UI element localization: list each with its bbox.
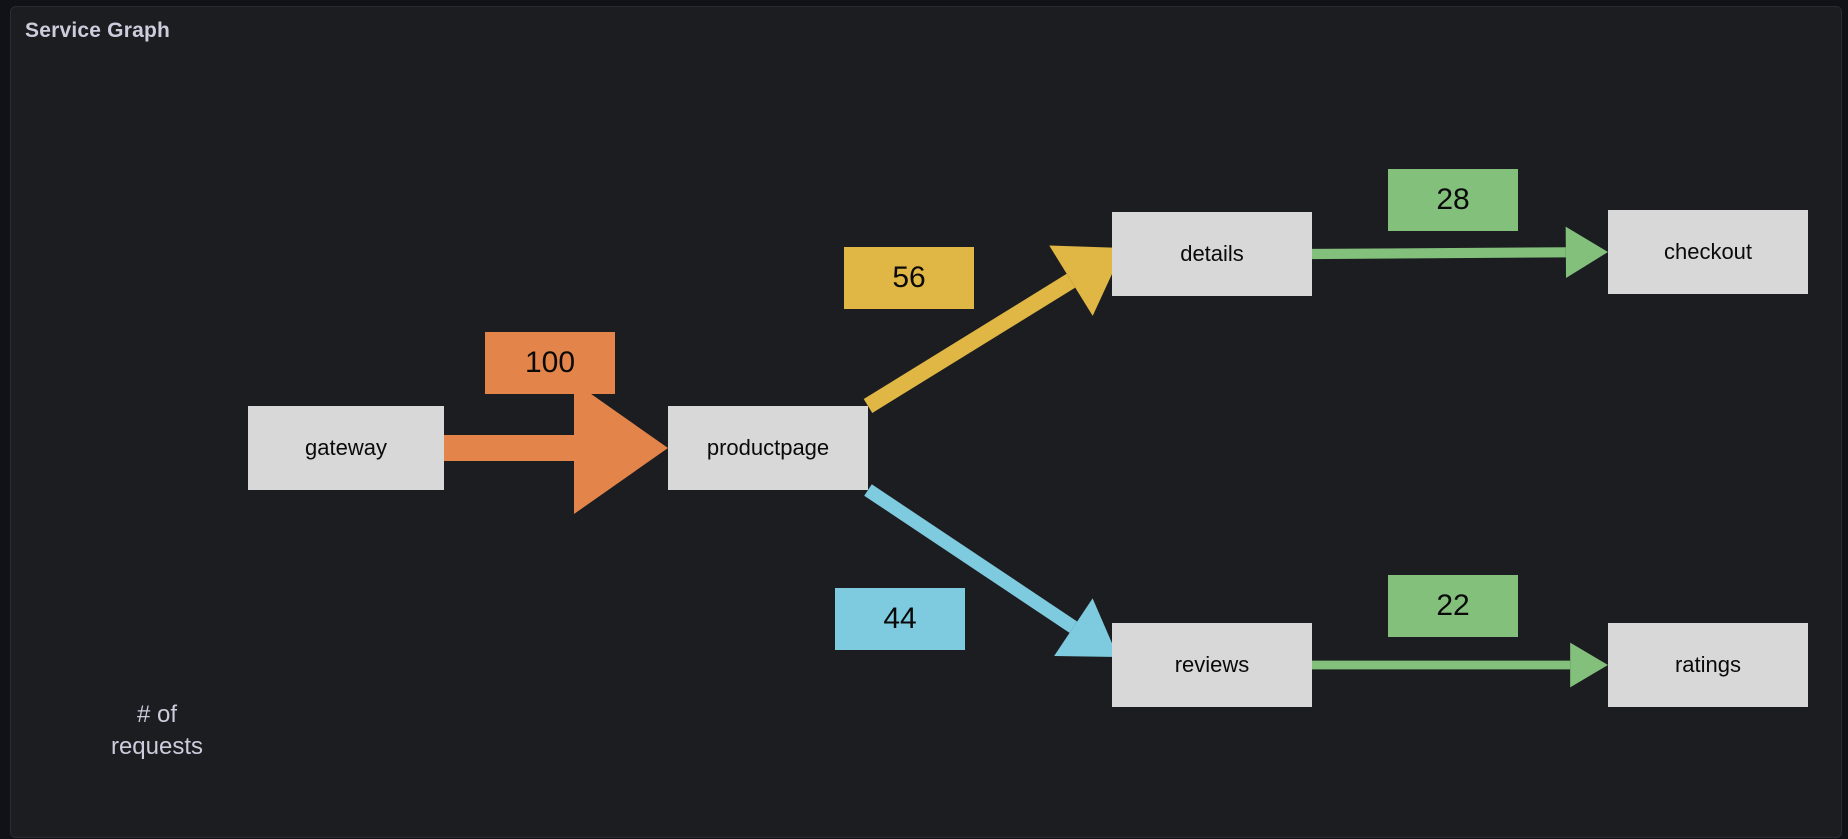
service-node-gateway[interactable]: gateway xyxy=(248,406,444,490)
edge-value-text: 28 xyxy=(1436,183,1470,216)
service-node-label: gateway xyxy=(305,435,387,460)
service-node-label: details xyxy=(1180,241,1244,266)
edge-value-text: 44 xyxy=(883,602,917,635)
edge-arrowhead-icon xyxy=(1049,245,1124,316)
edge-value-label-56[interactable]: 56 xyxy=(844,247,974,309)
service-node-label: productpage xyxy=(706,435,830,460)
edge-value-label-28[interactable]: 28 xyxy=(1388,169,1518,231)
edge-arrowhead-icon xyxy=(1054,598,1118,657)
service-node-ratings[interactable]: ratings xyxy=(1608,623,1808,707)
legend-caption: # of requests xyxy=(67,699,247,764)
edge-shaft xyxy=(444,435,574,461)
service-node-productpage[interactable]: productpage xyxy=(668,406,868,490)
edge-value-text: 100 xyxy=(524,346,576,379)
service-node-details[interactable]: details xyxy=(1112,212,1312,296)
legend-line-1: # of xyxy=(136,701,178,728)
edge-arrowhead-icon xyxy=(574,382,668,514)
edge-details-checkout[interactable] xyxy=(1311,226,1608,278)
edge-arrowhead-icon xyxy=(1570,642,1608,688)
service-node-checkout[interactable]: checkout xyxy=(1608,210,1808,294)
edges-layer xyxy=(444,226,1608,688)
service-node-label: ratings xyxy=(1674,652,1742,677)
edge-value-label-100[interactable]: 100 xyxy=(485,332,615,394)
service-node-label: reviews xyxy=(1174,652,1250,677)
edge-gateway-productpage[interactable] xyxy=(444,382,668,514)
edge-arrowhead-icon xyxy=(1565,226,1608,278)
edge-value-text: 22 xyxy=(1436,589,1470,622)
service-graph-panel: Service Graph gateway productpage details c… xyxy=(10,6,1842,838)
edge-value-label-22[interactable]: 22 xyxy=(1388,575,1518,637)
edge-productpage-details[interactable] xyxy=(863,245,1124,413)
legend-line-2: requests xyxy=(110,733,204,761)
page-title: Service Graph xyxy=(25,19,171,42)
service-node-label: checkout xyxy=(1663,239,1753,264)
edge-reviews-ratings[interactable] xyxy=(1312,642,1608,688)
edge-shaft xyxy=(863,273,1076,413)
edge-shaft xyxy=(1312,660,1571,670)
edge-shaft xyxy=(864,484,1078,633)
edge-value-label-44[interactable]: 44 xyxy=(835,588,965,650)
service-node-reviews[interactable]: reviews xyxy=(1112,623,1312,707)
edge-productpage-reviews[interactable] xyxy=(864,484,1118,657)
service-graph-canvas xyxy=(444,226,1608,688)
edge-value-text: 56 xyxy=(892,261,926,294)
edge-shaft xyxy=(1311,247,1566,260)
